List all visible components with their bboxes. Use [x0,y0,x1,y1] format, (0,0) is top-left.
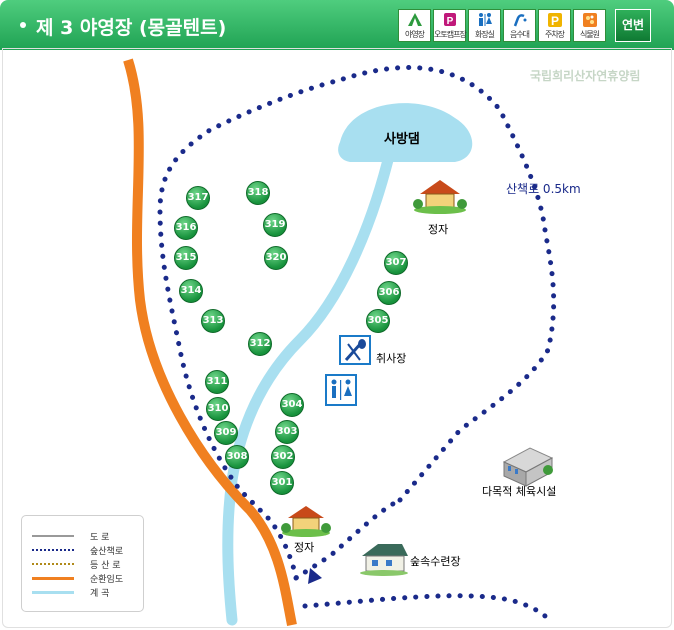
training-house-icon [360,544,408,576]
kitchen-icon [339,335,371,365]
legend-road-swatch [32,535,74,537]
sports-facility-icon [502,447,554,487]
legend-forest-trail-swatch [32,549,74,551]
campsite-318[interactable]: 318 [246,181,270,205]
walking-trail [157,65,557,619]
campsite-306[interactable]: 306 [377,281,401,305]
legend-forest-trail: 숲산책로 [32,544,137,557]
header-bar: 제 3 야영장 (몽골텐트) 야영장 P 오토캠프장 화장실 음수대 P 주차장… [0,0,674,50]
campsite-308[interactable]: 308 [225,445,249,469]
campsite-301[interactable]: 301 [270,471,294,495]
page-title: 제 3 야영장 (몽골텐트) [36,17,227,39]
svg-text:P: P [551,14,559,28]
map-legend: 도 로 숲산책로 등 산 로 순환임도 계 곡 [21,515,144,612]
facility-water-fountain[interactable]: 음수대 [503,9,536,42]
pavilion-bottom-icon [281,506,331,537]
restroom-icon [479,13,492,26]
park-watermark: 국립희리산자연휴양림 [530,69,641,83]
campsite-305[interactable]: 305 [366,309,390,333]
facility-camping[interactable]: 야영장 [398,9,431,42]
direction-marker [308,568,322,584]
pavilion-top-label: 정자 [428,223,449,236]
facility-restroom[interactable]: 화장실 [468,9,501,42]
map-frame [2,48,672,628]
legend-stream: 계 곡 [32,586,137,599]
campsite-313[interactable]: 313 [201,309,225,333]
water-fountain-icon [513,14,527,27]
auto-camp-icon: P [444,13,456,27]
training-house-label: 숲속수련장 [410,555,461,568]
loop-road [123,58,297,626]
sports-facility-label: 다목적 체육시설 [482,485,557,498]
legend-hiking-trail: 등 산 로 [32,558,137,571]
parking-icon: P [548,13,562,28]
facility-botanical-garden[interactable]: 식물원 [573,9,606,42]
campsite-310[interactable]: 310 [206,397,230,421]
botanical-garden-icon [583,13,597,27]
trail-length-label: 산책로 0.5km [506,182,581,196]
campsite-303[interactable]: 303 [275,420,299,444]
campsite-312[interactable]: 312 [248,332,272,356]
pavilion-bottom-label: 정자 [294,541,315,554]
legend-road: 도 로 [32,530,137,543]
pond-label: 사방댐 [384,132,420,147]
campsite-304[interactable]: 304 [280,393,304,417]
camping-icon [408,13,422,26]
campsite-309[interactable]: 309 [214,421,238,445]
kitchen-label: 취사장 [376,352,407,365]
campsite-307[interactable]: 307 [384,251,408,275]
campsite-317[interactable]: 317 [186,186,210,210]
year-button[interactable]: 연변 [615,9,651,42]
restroom-sign-icon [325,374,357,406]
campsite-316[interactable]: 316 [174,216,198,240]
campsite-314[interactable]: 314 [179,279,203,303]
campsite-320[interactable]: 320 [264,246,288,270]
pavilion-top-icon [413,180,467,214]
stream [222,154,394,626]
title-bullet [20,22,26,28]
campsite-302[interactable]: 302 [271,445,295,469]
legend-hiking-trail-swatch [32,563,74,565]
campsite-319[interactable]: 319 [263,213,287,237]
legend-loop-road-swatch [32,577,74,580]
facility-auto-camp[interactable]: P 오토캠프장 [433,9,467,42]
pond-shape [338,103,473,162]
legend-loop-road: 순환임도 [32,572,137,585]
legend-stream-swatch [32,591,74,594]
facility-parking[interactable]: P 주차장 [538,9,571,42]
svg-text:P: P [447,16,454,27]
campsite-315[interactable]: 315 [174,246,198,270]
campsite-311[interactable]: 311 [205,370,229,394]
